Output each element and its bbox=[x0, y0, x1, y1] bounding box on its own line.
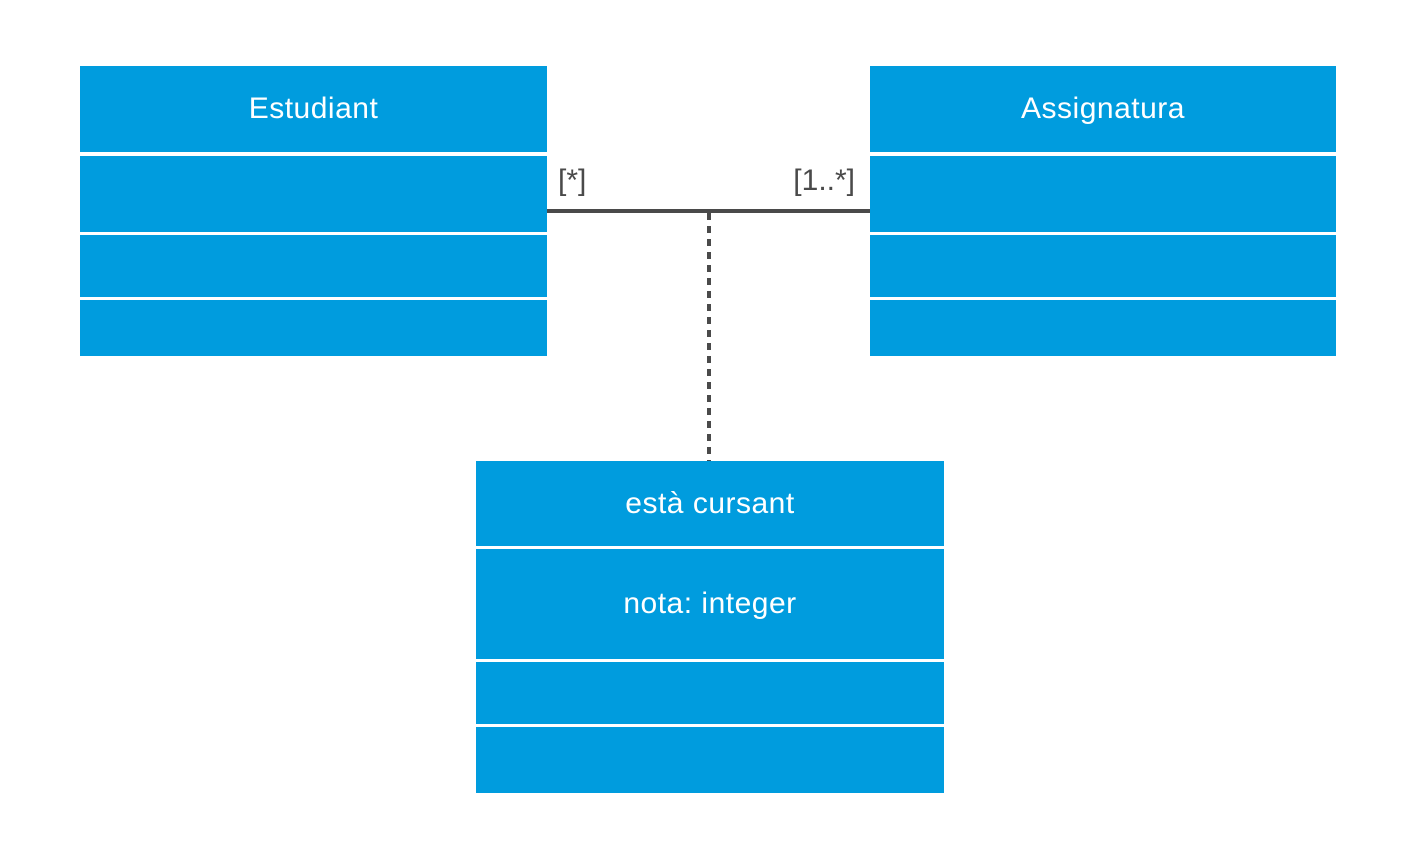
association-class-operations-compartment bbox=[476, 662, 944, 724]
class-assignatura-attributes-compartment bbox=[870, 156, 1336, 232]
class-estudiant-extra-compartment bbox=[80, 300, 547, 356]
class-assignatura-extra-compartment bbox=[870, 300, 1336, 356]
class-assignatura-operations-compartment bbox=[870, 235, 1336, 297]
class-estudiant-operations-compartment bbox=[80, 235, 547, 297]
association-class-attribute: nota: integer bbox=[476, 549, 944, 659]
association-class-extra-compartment bbox=[476, 727, 944, 793]
association-class-title: està cursant bbox=[476, 461, 944, 546]
class-estudiant-attributes-compartment bbox=[80, 156, 547, 232]
association-line bbox=[547, 209, 870, 213]
multiplicity-right-label: [1..*] bbox=[793, 164, 855, 197]
class-estudiant-title: Estudiant bbox=[80, 66, 547, 152]
multiplicity-left-label: [*] bbox=[558, 164, 587, 197]
association-class-dashed-link bbox=[707, 213, 711, 461]
class-assignatura-title: Assignatura bbox=[870, 66, 1336, 152]
